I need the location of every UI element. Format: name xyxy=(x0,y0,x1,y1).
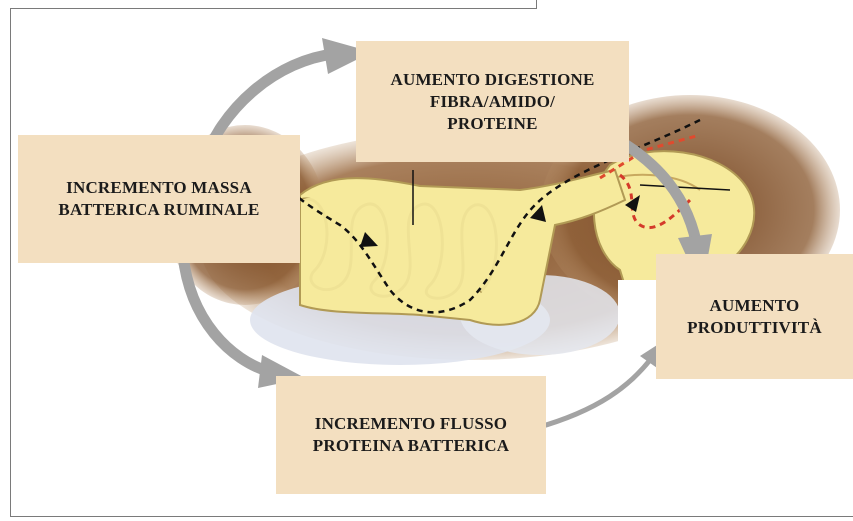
node-bacterial-mass: INCREMENTO MASSA BATTERICA RUMINALE xyxy=(18,135,300,263)
node-protein-flow: INCREMENTO FLUSSO PROTEINA BATTERICA xyxy=(276,376,546,494)
node-productivity-label: AUMENTO PRODUTTIVITÀ xyxy=(687,295,822,339)
node-protein-flow-label: INCREMENTO FLUSSO PROTEINA BATTERICA xyxy=(313,413,509,457)
node-productivity: AUMENTO PRODUTTIVITÀ xyxy=(656,254,853,379)
arrow-protein-to-productivity xyxy=(536,360,650,428)
arrow-mass-to-protein xyxy=(183,255,270,372)
node-digestion-label: AUMENTO DIGESTIONE FIBRA/AMIDO/ PROTEINE xyxy=(390,69,594,135)
node-digestion: AUMENTO DIGESTIONE FIBRA/AMIDO/ PROTEINE xyxy=(356,41,629,162)
node-bacterial-mass-label: INCREMENTO MASSA BATTERICA RUMINALE xyxy=(58,177,259,221)
